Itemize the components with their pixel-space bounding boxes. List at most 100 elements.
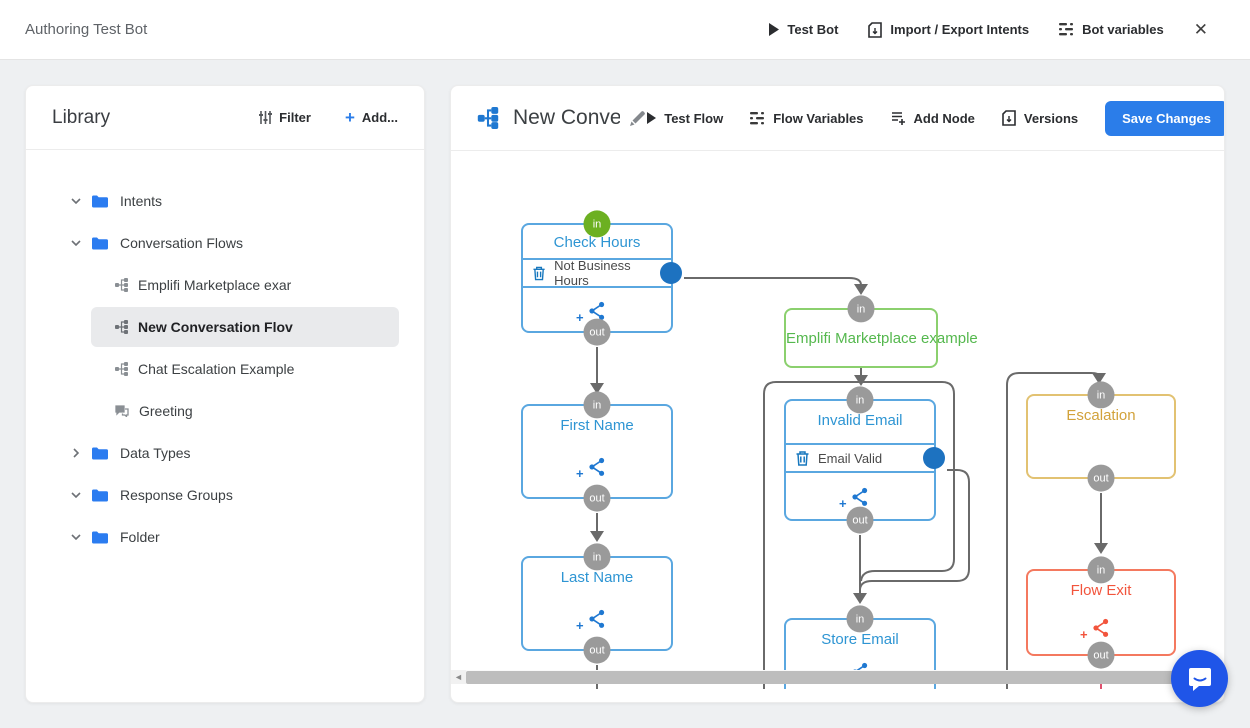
- sidebar-item-new-conversation-flow[interactable]: New Conversation Flov: [26, 306, 424, 348]
- header-actions: Test Bot Import / Export Intents Bot var…: [768, 20, 1250, 40]
- add-branch-icon[interactable]: +: [839, 485, 872, 511]
- node-in-port[interactable]: in: [583, 391, 611, 419]
- add-branch-icon[interactable]: +: [1080, 616, 1113, 642]
- import-export-intents-button[interactable]: Import / Export Intents: [868, 21, 1030, 38]
- node-escalation[interactable]: in Escalation out: [1026, 381, 1176, 492]
- scroll-left-icon[interactable]: ◄: [451, 670, 466, 684]
- variables-icon: [750, 111, 765, 124]
- library-panel: Library Filter + Add... Intents Conversa…: [25, 85, 425, 703]
- sidebar-item-conversation-flows[interactable]: Conversation Flows: [26, 222, 424, 264]
- sidebar-item-folder[interactable]: Folder: [26, 516, 424, 558]
- library-header: Library Filter + Add...: [26, 86, 424, 150]
- branch-connector-port[interactable]: [660, 262, 682, 284]
- sidebar-item-intents[interactable]: Intents: [26, 180, 424, 222]
- node-in-port[interactable]: in: [583, 210, 611, 238]
- add-branch-icon[interactable]: +: [576, 299, 609, 325]
- library-tree: Intents Conversation Flows Emplifi Marke…: [26, 150, 424, 558]
- add-node-icon: [891, 111, 905, 125]
- test-bot-button[interactable]: Test Bot: [768, 22, 838, 37]
- chevron-down-icon[interactable]: [69, 492, 83, 498]
- branch-label: Email Valid: [818, 450, 883, 466]
- flow-icon: [115, 320, 128, 334]
- node-out-port[interactable]: out: [846, 506, 874, 534]
- node-last-name[interactable]: in Last Name + out: [521, 543, 673, 664]
- message-icon: [115, 405, 129, 417]
- node-in-port[interactable]: in: [846, 386, 874, 414]
- sidebar-item-data-types[interactable]: Data Types: [26, 432, 424, 474]
- scrollbar-thumb[interactable]: [466, 670, 1224, 684]
- node-invalid-email[interactable]: in Invalid Email Email Valid + out: [784, 386, 945, 534]
- branch-label: Not Business Hours: [554, 258, 631, 288]
- node-in-port[interactable]: in: [847, 295, 875, 323]
- node-branch-row[interactable]: Email Valid: [786, 443, 945, 473]
- versions-label: Versions: [1023, 110, 1079, 126]
- flow-variables-label: Flow Variables: [773, 110, 864, 126]
- node-first-name[interactable]: in First Name + out: [521, 391, 673, 512]
- bot-variables-label: Bot variables: [1082, 22, 1164, 37]
- close-icon[interactable]: ✕: [1193, 19, 1208, 39]
- sidebar-item-greeting[interactable]: Greeting: [26, 390, 424, 432]
- node-out-port[interactable]: out: [1087, 464, 1115, 492]
- sidebar-item-label: Intents: [120, 193, 163, 209]
- chevron-down-icon[interactable]: [69, 534, 83, 540]
- node-in-port[interactable]: in: [1087, 381, 1115, 409]
- save-changes-button[interactable]: Save Changes: [1105, 100, 1224, 136]
- node-title: Emplifi Marketplace example: [786, 329, 978, 347]
- chevron-down-icon[interactable]: [69, 240, 83, 246]
- edit-pencil-icon[interactable]: [630, 110, 646, 126]
- sidebar-item-response-groups[interactable]: Response Groups: [26, 474, 424, 516]
- node-in-port[interactable]: in: [583, 543, 611, 571]
- versions-button[interactable]: Versions: [1002, 110, 1078, 126]
- node-out-port[interactable]: out: [1087, 641, 1115, 669]
- node-in-port[interactable]: in: [846, 605, 874, 633]
- flow-canvas[interactable]: in Check Hours Not Business Hours + out …: [451, 151, 1224, 689]
- selected-highlight: [91, 307, 399, 347]
- node-title: Flow Exit: [1070, 582, 1132, 599]
- chevron-right-icon[interactable]: [69, 448, 83, 458]
- sidebar-item-emplifi-marketplace-example[interactable]: Emplifi Marketplace exar: [26, 264, 424, 306]
- sidebar-item-label: New Conversation Flov: [138, 319, 293, 335]
- node-in-port[interactable]: in: [1087, 556, 1115, 584]
- node-title: Invalid Email: [817, 412, 903, 429]
- node-out-port[interactable]: out: [583, 636, 611, 664]
- canvas-horizontal-scrollbar[interactable]: ◄: [451, 670, 1224, 684]
- branch-connector-port[interactable]: [923, 447, 945, 469]
- test-flow-button[interactable]: Test Flow: [646, 111, 723, 126]
- node-check-hours[interactable]: in Check Hours Not Business Hours + out: [521, 210, 682, 346]
- test-flow-label: Test Flow: [664, 110, 724, 126]
- trash-icon[interactable]: [796, 450, 809, 466]
- add-node-button[interactable]: Add Node: [891, 111, 975, 126]
- node-out-port[interactable]: out: [583, 484, 611, 512]
- chevron-down-icon[interactable]: [69, 198, 83, 204]
- play-icon: [769, 23, 780, 36]
- library-title: Library: [52, 106, 111, 128]
- folder-icon: [92, 195, 108, 208]
- bot-variables-button[interactable]: Bot variables: [1059, 22, 1164, 37]
- add-branch-icon[interactable]: +: [576, 607, 609, 633]
- folder-icon: [92, 531, 108, 544]
- filter-label: Filter: [279, 110, 311, 125]
- add-branch-icon[interactable]: +: [576, 455, 609, 481]
- filter-button[interactable]: Filter: [259, 110, 311, 125]
- import-export-label: Import / Export Intents: [890, 22, 1030, 37]
- trash-icon[interactable]: [533, 266, 545, 281]
- flow-variables-button[interactable]: Flow Variables: [750, 110, 864, 126]
- flow-header: New Conversa Test Flow Flow Variables Ad…: [451, 86, 1224, 151]
- sidebar-item-chat-escalation-example[interactable]: Chat Escalation Example: [26, 348, 424, 390]
- node-branch-row[interactable]: Not Business Hours: [523, 258, 682, 288]
- node-title: Check Hours: [553, 234, 641, 251]
- add-button[interactable]: + Add...: [345, 109, 398, 126]
- node-flow-exit[interactable]: in Flow Exit + out: [1026, 556, 1176, 669]
- chat-widget-button[interactable]: [1171, 650, 1228, 707]
- plus-icon: +: [344, 108, 355, 127]
- sidebar-item-label: Response Groups: [120, 487, 233, 503]
- chat-icon: [1188, 667, 1211, 691]
- node-out-port[interactable]: out: [583, 318, 611, 346]
- bot-title: Authoring Test Bot: [25, 21, 148, 38]
- node-emplifi-marketplace-example[interactable]: in Emplifi Marketplace example: [784, 295, 978, 368]
- sidebar-item-label: Folder: [120, 529, 160, 545]
- sidebar-item-label: Chat Escalation Example: [138, 361, 295, 377]
- add-node-label: Add Node: [913, 110, 975, 126]
- folder-icon: [92, 489, 108, 502]
- node-title: Last Name: [560, 569, 634, 586]
